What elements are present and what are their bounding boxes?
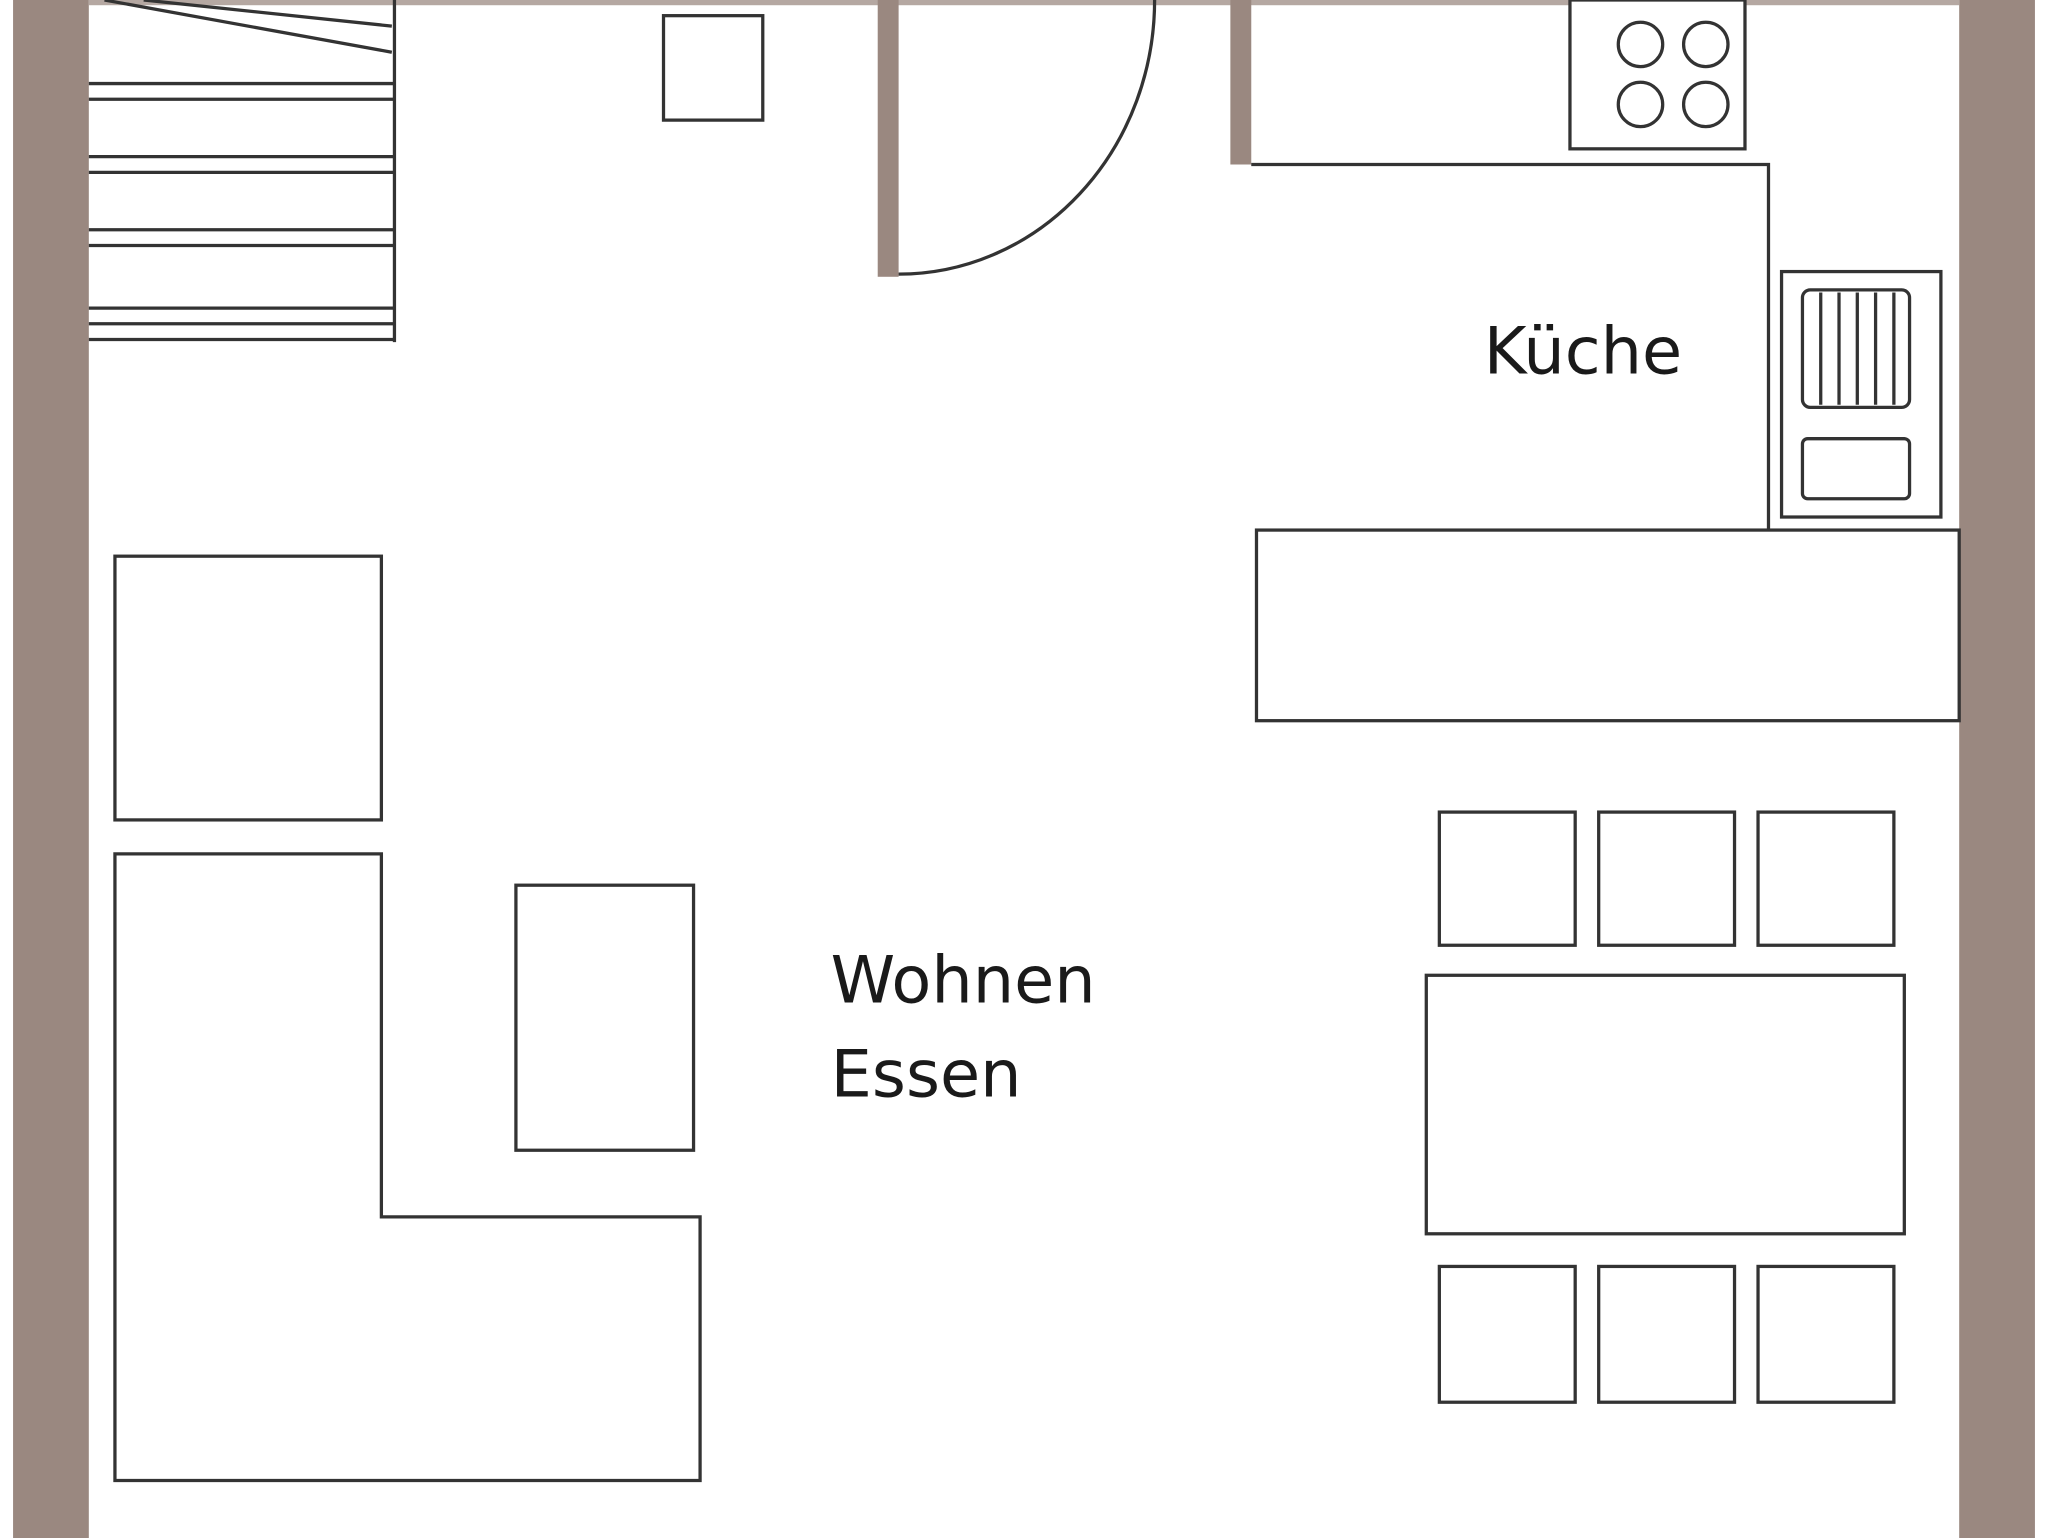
chair xyxy=(1756,1264,1896,1404)
chair xyxy=(1756,810,1896,947)
wall-top xyxy=(88,0,1960,6)
chair xyxy=(1597,810,1737,947)
wall-right xyxy=(1959,0,2035,1538)
sink xyxy=(1779,269,1943,519)
room-label-living: Wohnen xyxy=(831,943,1096,1019)
room-label-kitchen: Küche xyxy=(1484,313,1682,389)
chair xyxy=(1597,1264,1737,1404)
stove xyxy=(1568,0,1747,151)
kitchen-island xyxy=(1254,528,1961,723)
staircase xyxy=(88,0,397,343)
dining-table xyxy=(1424,973,1906,1236)
room-label-dining: Essen xyxy=(831,1037,1022,1113)
chair xyxy=(1437,1264,1577,1404)
kitchen-counter xyxy=(1251,162,1771,531)
partition-wall xyxy=(877,0,899,277)
chair xyxy=(1437,810,1577,947)
door-swing xyxy=(898,0,1157,276)
wall-left xyxy=(13,0,89,1538)
chimney xyxy=(661,14,765,122)
corner-sofa xyxy=(113,852,702,1483)
armchair xyxy=(113,554,384,822)
kitchen-wall xyxy=(1230,0,1252,165)
coffee-table xyxy=(514,883,696,1152)
